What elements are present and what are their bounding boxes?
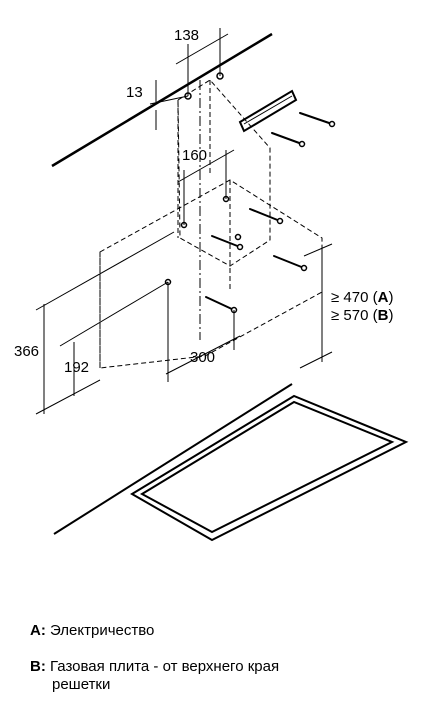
dim-366-label: 366 [14,343,39,360]
clearance-a-label: ≥ 470 (A) [331,289,393,306]
wall-holes [164,195,242,286]
dim-192-label: 192 [64,359,89,376]
legend-b-text-cont: решетки [52,676,111,693]
dimension-366 [35,231,175,415]
legend-b-key: B: [30,658,46,675]
screw-heads [230,120,336,314]
legend-a-text: Электричество [50,622,155,639]
mounting-rail [238,89,298,133]
clearance-dimension [299,243,333,369]
hood-body-outline [99,179,323,369]
dimension-13 [149,80,189,130]
dimension-160 [177,149,235,225]
ceiling-holes [184,72,224,100]
legend-a: A: Электричество [30,622,154,640]
dimension-300 [165,282,241,382]
hob-outline [130,394,409,542]
dim-160-label: 160 [182,147,207,164]
ceiling-line [51,32,273,168]
installation-diagram: 138 13 160 366 192 300 ≥ 470 (A) ≥ 570 (… [14,27,409,542]
dimension-192 [59,281,169,396]
worktop-edge [53,383,293,535]
dim-138-label: 138 [174,27,199,44]
dim-13-label: 13 [126,84,143,101]
clearance-b-label: ≥ 570 (B) [331,307,393,324]
legend-b-text: Газовая плита - от верхнего края [50,658,280,675]
dim-300-label: 300 [190,349,215,366]
screws [205,112,333,311]
legend-b: B: Газовая плита - от верхнего края реше… [30,658,279,694]
legend-a-key: A: [30,622,46,639]
dimension-138 [175,28,229,96]
upper-chimney-outline [177,79,271,267]
